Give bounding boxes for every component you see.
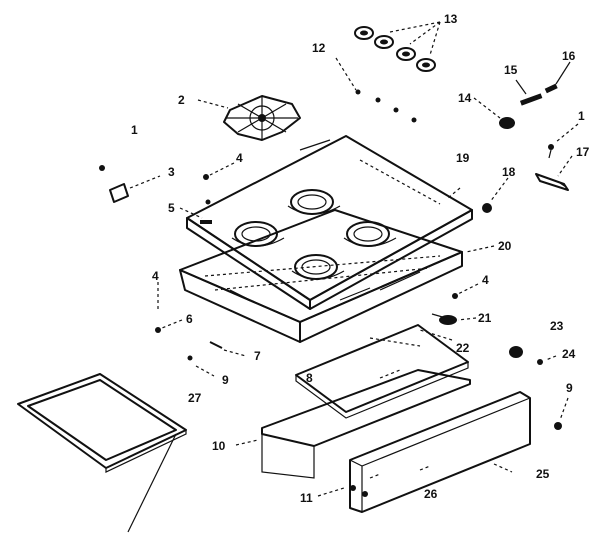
part-label-22: 22 <box>456 341 470 355</box>
part-label-23: 23 <box>550 319 564 333</box>
part-label-9a: 9 <box>222 373 229 387</box>
part-number-labels: 1 2 3 4 5 4 6 7 8 9 10 11 12 13 14 15 16… <box>131 12 590 505</box>
burner-grate-part <box>223 95 301 141</box>
part-label-21: 21 <box>478 311 492 325</box>
part-label-16: 16 <box>562 49 576 63</box>
part-label-4a: 4 <box>236 151 243 165</box>
part-label-26: 26 <box>424 487 438 501</box>
burner-box-part <box>179 209 463 343</box>
part-label-3: 3 <box>168 165 175 179</box>
part-label-11: 11 <box>300 491 313 505</box>
part-label-1: 1 <box>131 123 138 137</box>
part-label-1b: 1 <box>578 109 585 123</box>
screw-9-lower-right <box>554 397 569 430</box>
right-hardware-parts <box>482 123 579 213</box>
front-panel-part <box>295 324 469 419</box>
left-hardware-4-6 <box>155 282 183 333</box>
part-label-19: 19 <box>456 151 470 165</box>
part-label-20: 20 <box>498 239 512 253</box>
drip-tray-part <box>17 373 187 533</box>
hardware-21 <box>431 283 479 325</box>
part-label-8: 8 <box>306 371 313 385</box>
part-label-10: 10 <box>212 439 226 453</box>
part-label-5: 5 <box>168 201 175 215</box>
part-label-6: 6 <box>186 312 193 326</box>
control-knobs-part <box>354 26 436 72</box>
part-label-13: 13 <box>444 12 458 26</box>
part-label-4c: 4 <box>482 273 489 287</box>
spark-ignitor-parts <box>473 61 571 129</box>
cooktop-part <box>186 135 473 310</box>
part-label-2: 2 <box>178 93 185 107</box>
part-label-27: 27 <box>188 391 202 405</box>
part-label-7: 7 <box>254 349 261 363</box>
drawer-part <box>261 369 531 513</box>
part-label-9b: 9 <box>566 381 573 395</box>
screws-part-4-5 <box>179 162 235 224</box>
part-label-24: 24 <box>562 347 576 361</box>
part-label-18: 18 <box>502 165 516 179</box>
part-label-4b: 4 <box>152 269 159 283</box>
parts-23-24 <box>509 346 557 365</box>
screws-part-12 <box>335 57 417 123</box>
part-label-25: 25 <box>536 467 550 481</box>
small-parts-7-9 <box>187 341 247 377</box>
part-label-14: 14 <box>458 91 472 105</box>
bracket-part-3 <box>99 165 161 203</box>
part-label-17: 17 <box>576 145 590 159</box>
part-label-12: 12 <box>312 41 326 55</box>
part-label-15: 15 <box>504 63 518 77</box>
